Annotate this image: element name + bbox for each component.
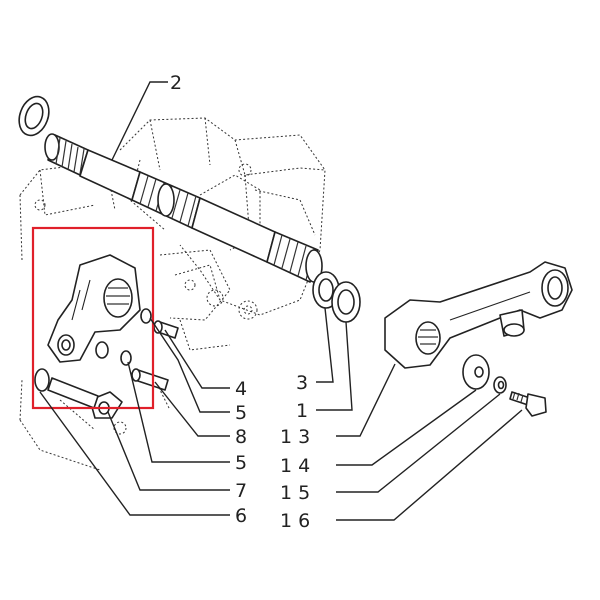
lift-arm-part-13 (384, 261, 573, 369)
callout-4: 4 (235, 378, 247, 400)
highlight-box (31, 226, 155, 410)
callout-13: 1 3 (280, 426, 310, 448)
leader-lines (39, 81, 523, 521)
callout-1: 1 (296, 400, 308, 422)
small-washer-part-15 (493, 376, 507, 394)
callout-15: 1 5 (280, 482, 310, 504)
arm-lever-assembly (47, 254, 141, 363)
gearbox-housing-outline (19, 117, 326, 471)
callout-8: 8 (235, 426, 247, 448)
callout-3: 3 (296, 372, 308, 394)
callout-2: 2 (170, 72, 182, 94)
seal-ring-far (18, 95, 50, 137)
callout-6: 6 (235, 505, 247, 527)
bolt-part-16 (509, 391, 547, 417)
callout-14: 1 4 (280, 455, 310, 477)
clip-part-5-upper (140, 308, 152, 324)
washer-part-14 (462, 354, 490, 390)
callout-16: 1 6 (280, 510, 310, 532)
seal-ring-part-1 (331, 281, 361, 323)
pin-part-8 (131, 368, 169, 391)
clip-part-5-lower (95, 341, 132, 366)
rod-part-6 (34, 368, 99, 409)
callout-5-lower: 5 (235, 452, 247, 474)
callout-labels: 2 4 5 8 5 7 6 3 1 1 3 1 4 1 5 1 6 (170, 72, 310, 532)
pin-part-4 (153, 320, 179, 339)
callout-7: 7 (235, 480, 247, 502)
splined-shaft-part-2 (44, 133, 323, 283)
callout-5-upper: 5 (235, 402, 247, 424)
